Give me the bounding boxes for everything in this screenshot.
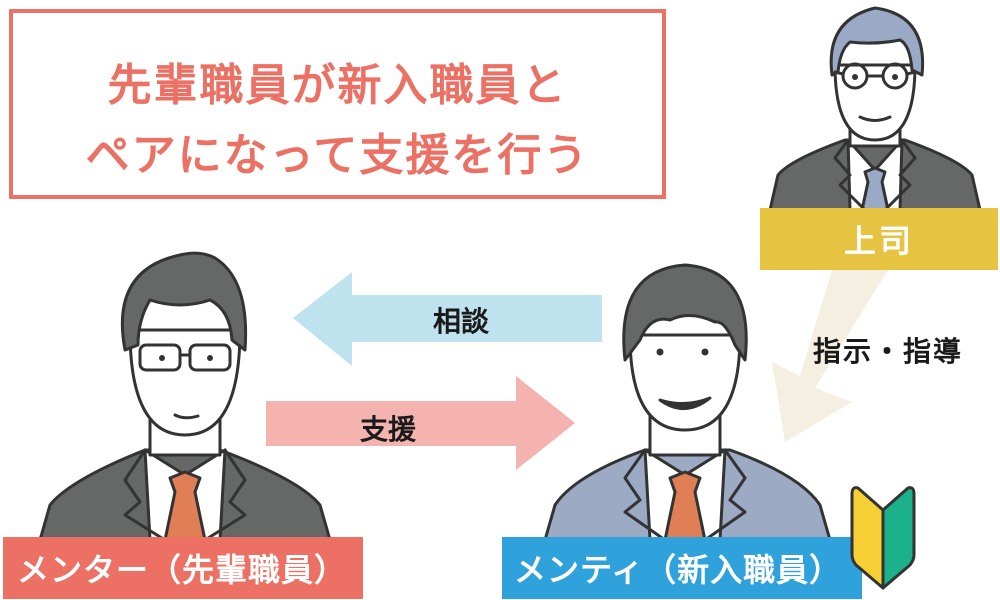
mentor-person-with-glasses-icon xyxy=(38,251,332,540)
mentee-label: メンティ（新入職員） xyxy=(502,537,862,599)
title-box: 先輩職員が新入職員と ペアになって支援を行う xyxy=(9,9,666,199)
beginner-mark-icon xyxy=(850,486,916,590)
mentor-label: メンター（先輩職員） xyxy=(3,537,363,599)
mentee-person-icon xyxy=(543,263,832,540)
instruction-label: 指示・指導 xyxy=(813,335,964,368)
boss-person-with-glasses-icon xyxy=(768,6,982,212)
title-line-1: 先輩職員が新入職員と xyxy=(107,60,568,111)
consult-label: 相談 xyxy=(433,305,490,338)
title-line-2: ペアになって支援を行う xyxy=(85,130,590,181)
boss-label: 上司 xyxy=(760,208,998,270)
support-label: 支援 xyxy=(360,413,417,446)
